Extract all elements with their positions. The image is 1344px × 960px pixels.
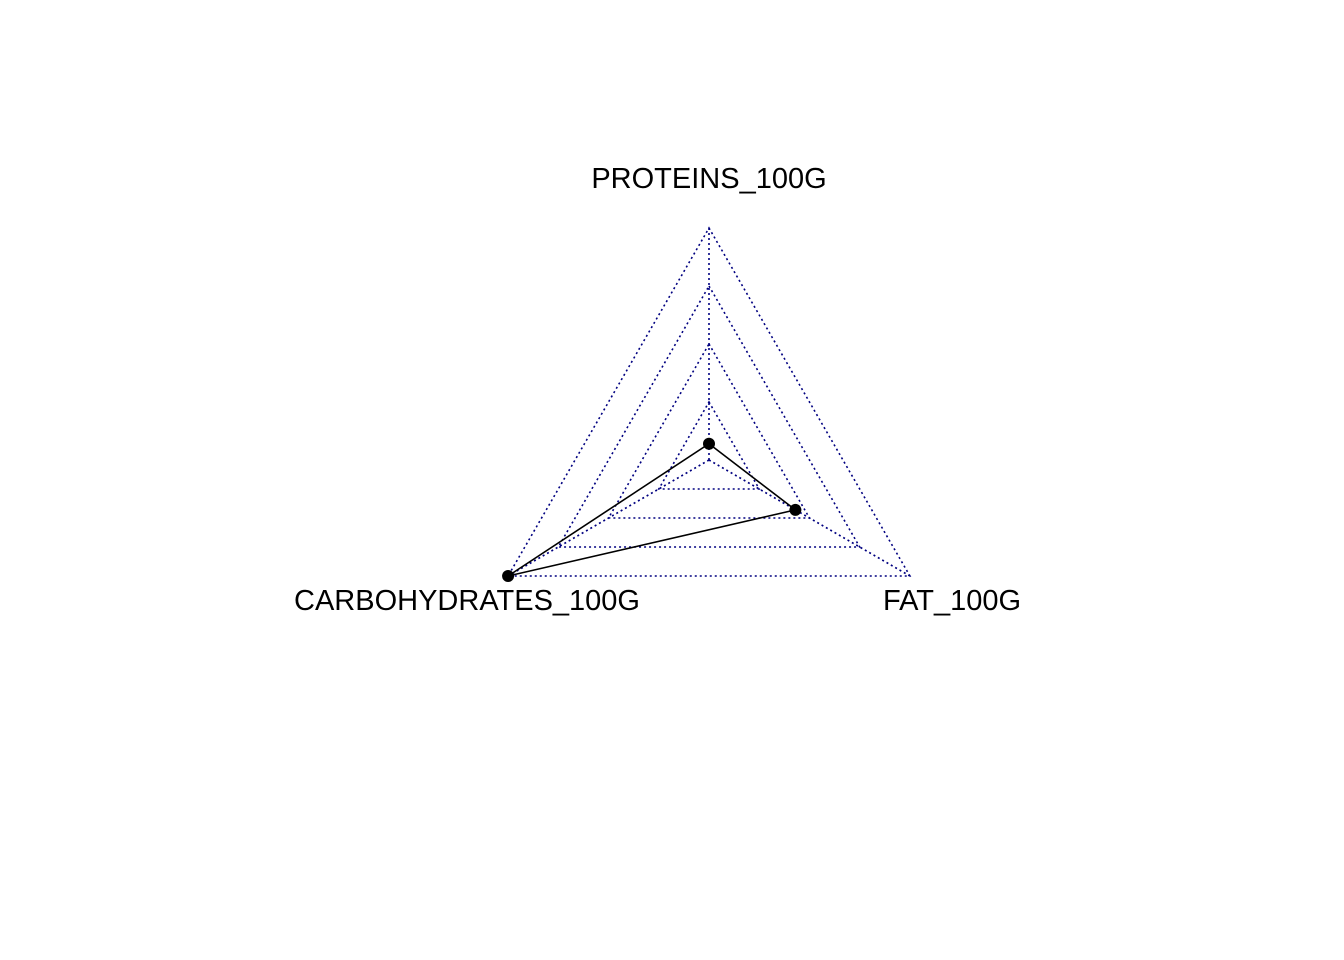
grid-ring-4 [506,226,912,577]
radar-spokes [507,228,911,577]
spoke-2 [708,459,911,577]
data-point-proteins-100g [703,437,715,450]
grid-ring-3 [556,284,862,548]
spoke-3 [507,459,710,577]
axis-label-fat: FAT_100G [883,585,1021,617]
radar-grid [506,226,912,577]
data-point-fat-100g [789,503,802,516]
series-polygon-1 [507,442,798,577]
data-point-carbohydrates-100g [502,570,515,582]
grid-ring-1 [657,400,761,490]
axis-label-proteins: PROTEINS_100G [591,163,826,195]
radar-series [502,437,802,582]
grid-ring-2 [607,342,811,519]
axis-label-carbohydrates: CARBOHYDRATES_100G [294,585,640,617]
